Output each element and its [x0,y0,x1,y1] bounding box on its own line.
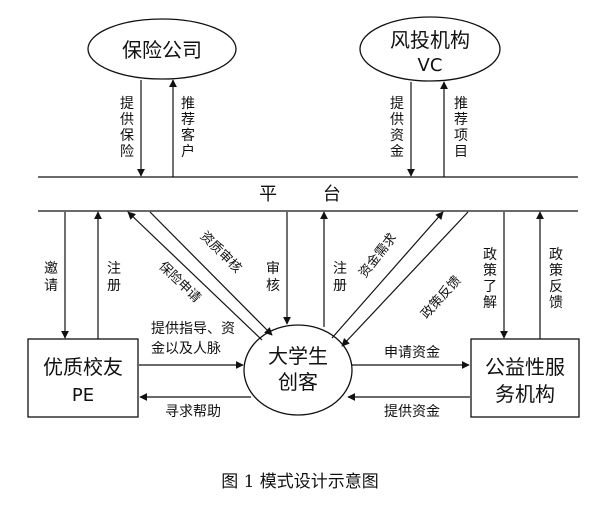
review-c1: 审 [266,261,280,277]
invite-c2: 请 [44,278,58,294]
insurance-apply-arrow [127,211,263,341]
register-student-c1: 注 [333,261,347,277]
public-service-label-line1: 公益性服 [485,355,565,379]
provide-insurance-c2: 供 [120,112,134,128]
provide-funds-vc-c2: 供 [390,112,404,128]
policy-feedback-diag-label: 政策反馈 [418,273,465,322]
provide-funds-vc-c3: 资 [390,128,404,144]
provide-insurance-c1: 提 [120,96,134,112]
policy-feedback-diag-arrow [341,211,469,347]
policy-understand-c1: 政 [483,247,497,263]
fund-demand-label: 资金需求 [356,230,401,281]
qualification-review-label: 资质审核 [197,229,244,276]
provide-funds-vc-c4: 金 [390,144,404,160]
recommend-projects-c3: 项 [454,128,468,144]
recommend-clients-c2: 荐 [181,112,195,128]
insurance-label: 保险公司 [122,38,202,62]
insurance-apply-label: 保险申请 [156,259,204,306]
vc-node [359,16,501,82]
register-alumni-c1: 注 [107,261,121,277]
provide-insurance-c3: 保 [120,128,134,144]
policy-feedback-c1: 政 [549,247,563,263]
provide-insurance-c4: 险 [120,144,134,160]
student-node [243,324,353,416]
public-service-node [470,338,580,418]
vc-label-line1: 风投机构 [390,28,470,52]
student-label-line2: 创客 [278,370,318,394]
provide-funds-public-label: 提供资金 [384,404,440,420]
recommend-projects-c2: 荐 [454,112,468,128]
invite-c1: 邀 [44,261,58,277]
public-service-label-line2: 务机构 [495,382,555,406]
figure-caption: 图 1 模式设计示意图 [221,472,379,492]
policy-understand-c4: 解 [483,295,497,311]
seek-help-label: 寻求帮助 [165,404,221,420]
student-label-line1: 大学生 [268,344,328,368]
policy-feedback-c3: 反 [549,279,563,295]
recommend-projects-c1: 推 [454,96,468,112]
alumni-label-line1: 优质校友 [43,355,123,379]
policy-feedback-c2: 策 [549,262,563,279]
provide-funds-vc-c1: 提 [390,96,404,112]
policy-understand-c3: 了 [483,279,497,295]
recommend-projects-c4: 目 [454,144,468,160]
alumni-label-line2: PE [72,385,94,406]
qualification-review-arrow [149,211,273,336]
review-c2: 核 [266,278,280,294]
fund-demand-arrow [331,211,444,339]
guidance-label-line1: 提供指导、资 [151,321,235,337]
recommend-clients-c1: 推 [181,96,195,112]
alumni-node [27,338,139,418]
policy-feedback-c4: 馈 [549,295,563,311]
register-student-c2: 册 [333,278,347,294]
policy-understand-c2: 策 [483,262,497,279]
platform-label: 平 台 [259,184,341,205]
recommend-clients-c4: 户 [181,143,195,160]
register-alumni-c2: 册 [107,278,121,294]
recommend-clients-c3: 客 [181,127,195,144]
guidance-label-line2: 金以及人脉 [151,341,221,357]
vc-label-line2: VC [418,55,443,76]
apply-funds-label: 申请资金 [384,345,440,361]
insurance-node [87,18,237,80]
